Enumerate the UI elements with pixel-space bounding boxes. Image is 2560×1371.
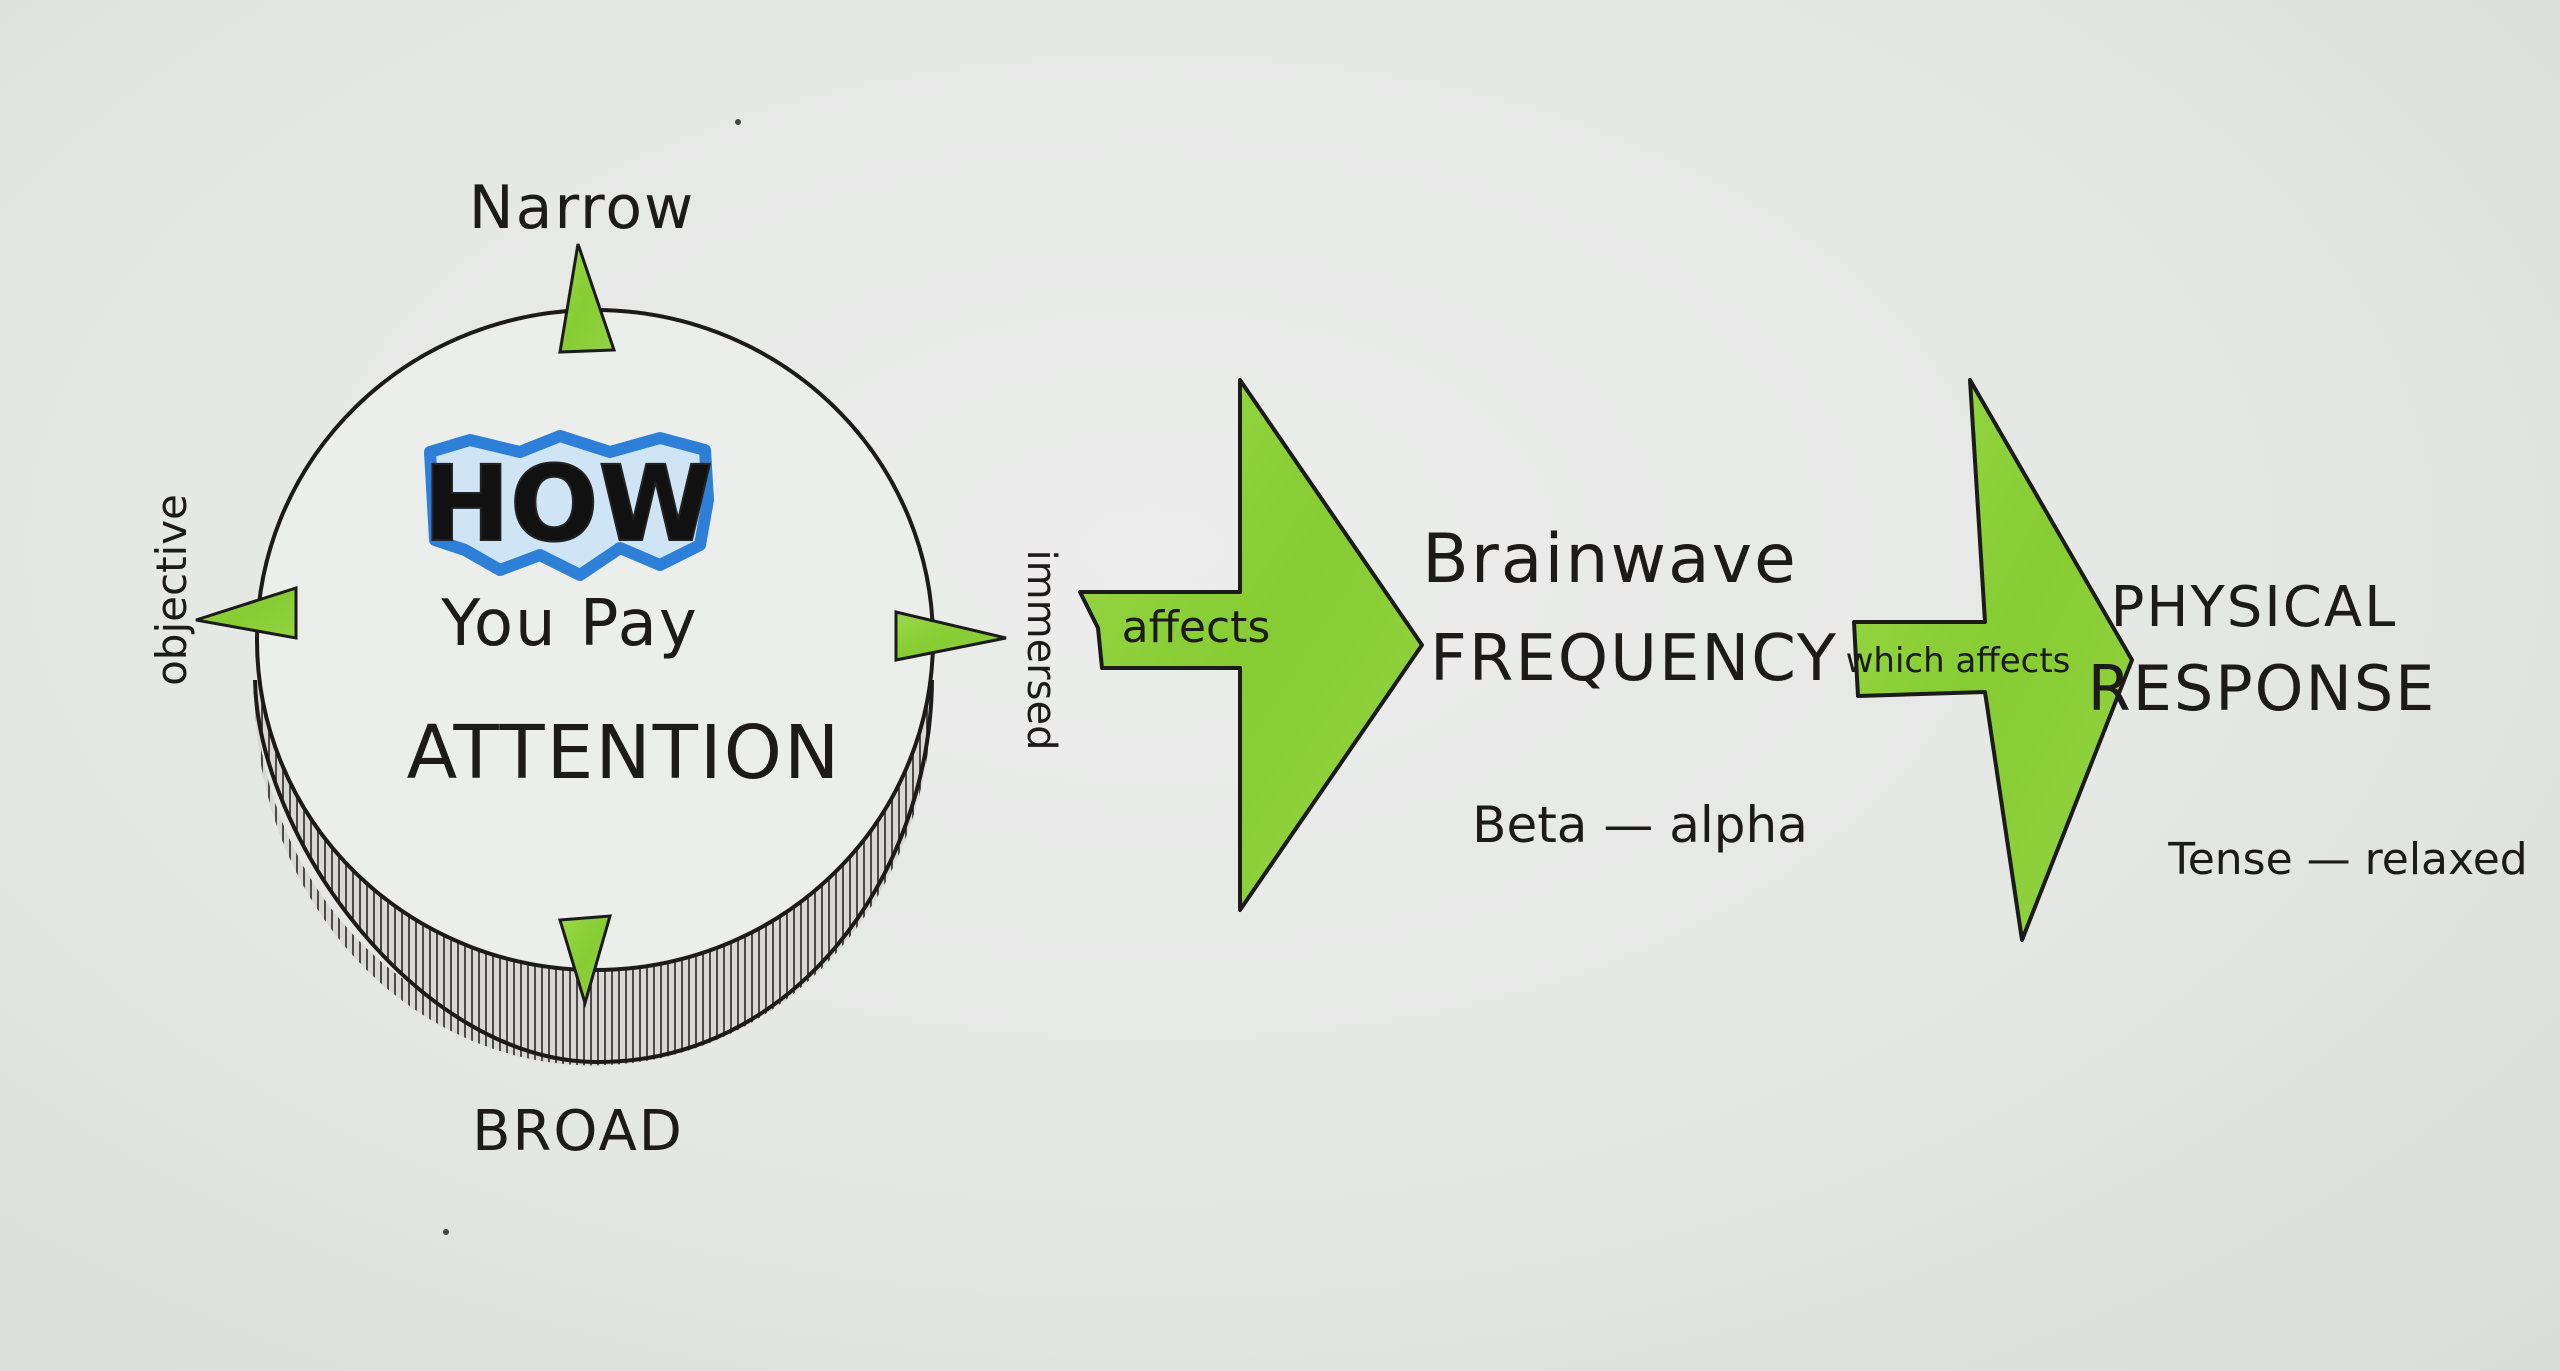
response-range: Tense — relaxed [2167, 834, 2527, 885]
arrow-affects-label: affects [1122, 602, 1271, 653]
arrow-which-affects-label: which affects [1846, 641, 2071, 681]
how-highlight: HOW [422, 430, 714, 581]
ink-dot [735, 119, 741, 125]
objective-label: objective [147, 494, 196, 686]
narrow-pointer [558, 243, 617, 354]
how-blue-outline [424, 430, 714, 581]
immersed-label: immersed [1018, 550, 1064, 751]
arrow-affects-shape [1078, 378, 1424, 912]
objective-pointer [195, 585, 298, 640]
response-title: RESPONSE [2088, 652, 2437, 725]
arrow-affects: affects [1078, 378, 1424, 912]
arrow-which-affects: which affects [1846, 378, 2134, 942]
broad-label: BROAD [472, 1099, 684, 1164]
frequency-title: FREQUENCY [1430, 622, 1838, 696]
physical-title: PHYSICAL [2111, 575, 2398, 640]
brainwave-title: Brainwave [1422, 520, 1798, 599]
broad-pointer [558, 914, 613, 1009]
how-word: HOW [423, 443, 713, 565]
immersed-pointer [894, 610, 1007, 662]
you-pay-text: You Pay [440, 587, 698, 661]
ink-dot [443, 1229, 449, 1235]
attention-text: ATTENTION [407, 710, 842, 796]
arrow-which-affects-shape [1852, 378, 2134, 942]
narrow-label: Narrow [469, 173, 695, 243]
brainwave-range: Beta — alpha [1472, 796, 1808, 854]
